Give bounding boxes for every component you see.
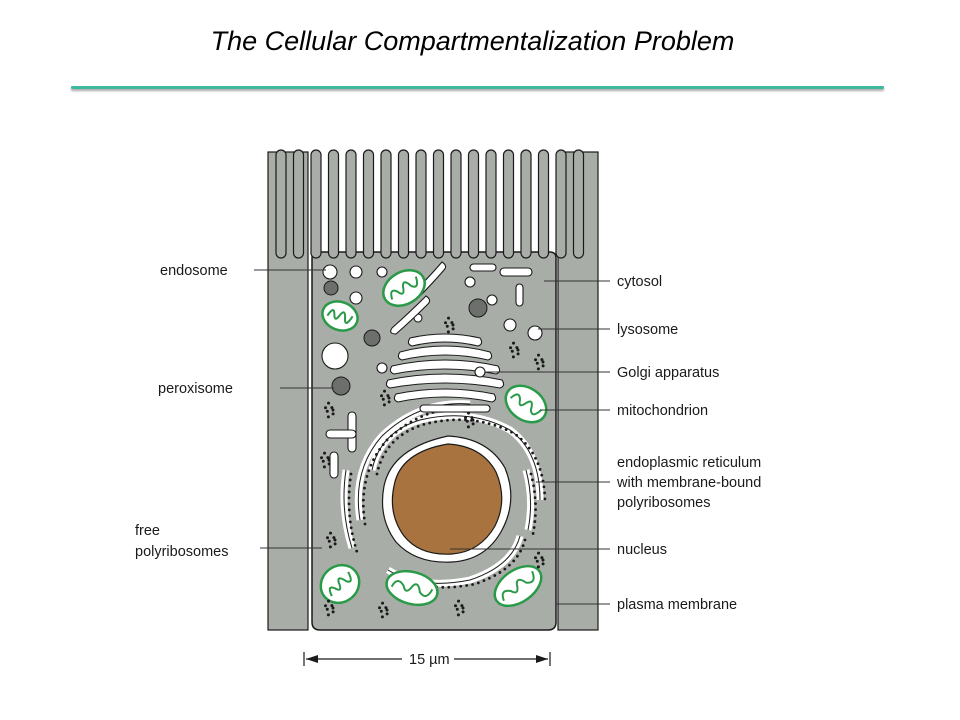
microvillus xyxy=(432,149,445,259)
scale-bar xyxy=(303,652,551,666)
microvillus xyxy=(275,149,287,259)
nucleus xyxy=(391,443,503,555)
label-er-2: with membrane-bound xyxy=(616,475,761,491)
label-er-3: polyribosomes xyxy=(617,495,711,511)
microvillus xyxy=(397,149,410,259)
microvillus xyxy=(292,149,305,259)
label-cytosol: cytosol xyxy=(617,274,662,290)
microvillus xyxy=(555,149,567,259)
label-plasma-membrane: plasma membrane xyxy=(617,597,737,613)
microvillus xyxy=(310,149,322,259)
microvillus xyxy=(537,149,550,259)
golgi-apparatus xyxy=(385,333,505,403)
label-polyribosomes: polyribosomes xyxy=(135,544,229,560)
microvillus xyxy=(520,149,532,259)
mitochondrion xyxy=(319,563,361,605)
microvillus xyxy=(345,149,357,259)
label-endosome: endosome xyxy=(160,263,228,279)
label-er-1: endoplasmic reticulum xyxy=(617,455,761,471)
label-free: free xyxy=(135,523,160,539)
microvillus xyxy=(415,149,427,259)
microvillus xyxy=(485,149,497,259)
microvillus xyxy=(327,149,340,259)
mitochondria xyxy=(319,269,548,608)
label-golgi: Golgi apparatus xyxy=(617,365,719,381)
mitochondrion xyxy=(382,269,426,307)
free-polyribosomes xyxy=(320,316,545,619)
scale-bar-label: 15 µm xyxy=(409,652,450,668)
label-peroxisome: peroxisome xyxy=(158,381,233,397)
microvilli xyxy=(275,149,585,259)
microvillus xyxy=(380,149,392,259)
microvillus xyxy=(362,149,375,259)
microvillus xyxy=(572,149,585,259)
mitochondrion xyxy=(504,384,548,424)
title-underline xyxy=(71,86,884,89)
microvillus xyxy=(502,149,515,259)
microvillus xyxy=(467,149,480,259)
microvillus xyxy=(450,149,462,259)
slide-title: The Cellular Compartmentalization Proble… xyxy=(210,26,735,56)
label-lysosome: lysosome xyxy=(617,322,678,338)
leader-lines xyxy=(254,269,610,605)
label-nucleus: nucleus xyxy=(617,542,667,558)
label-mitochondrion: mitochondrion xyxy=(617,403,708,419)
lysosomes xyxy=(323,280,488,396)
mitochondrion xyxy=(493,564,543,608)
mitochondrion xyxy=(321,300,359,332)
mitochondrion xyxy=(385,569,439,607)
